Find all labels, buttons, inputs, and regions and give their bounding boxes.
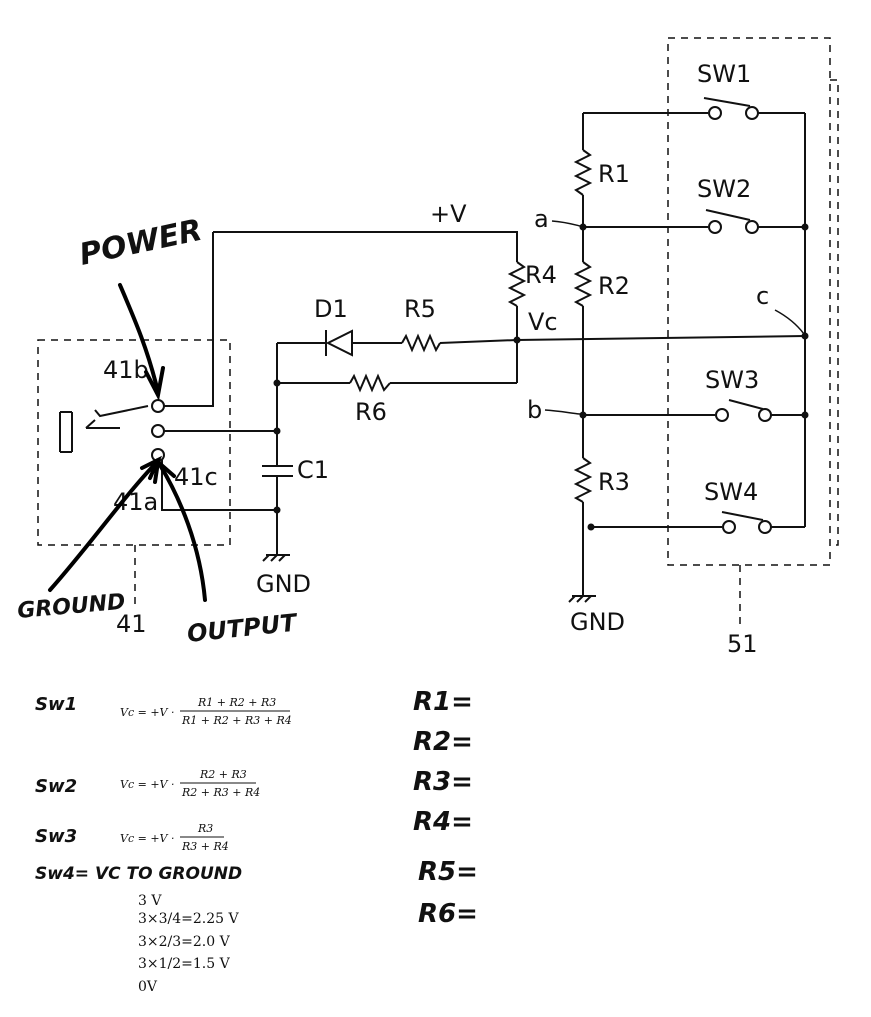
switch-sw3 <box>583 399 805 422</box>
sw4-formula-line: Sw4= VC TO GROUND <box>35 864 242 884</box>
r4-label: R4 <box>525 261 557 289</box>
r2-label: R2 <box>598 272 630 300</box>
sw1-label: SW1 <box>697 60 751 88</box>
voltage-item: 3×3/4=2.25 V <box>138 911 240 927</box>
voltage-list: 3 V 3×3/4=2.25 V 3×2/3=2.0 V 3×1/2=1.5 V… <box>138 893 240 995</box>
resistor-value-list: R1= R2= R3= R4= R5= R6= <box>413 687 478 929</box>
sw2-formula-den: R2 + R3 + R4 <box>181 786 260 799</box>
connector-41-label: 41 <box>116 610 147 638</box>
resistor-value-item: R6= <box>418 899 478 929</box>
voltage-item: 3 V <box>138 893 162 909</box>
output-and-c1 <box>161 343 293 562</box>
d1-label: D1 <box>314 295 348 323</box>
sw3-formula-label: Sw3 <box>35 826 77 847</box>
node-a-label: a <box>534 205 549 233</box>
r6-label: R6 <box>355 398 387 426</box>
sw3-formula-den: R3 + R4 <box>181 840 229 853</box>
r3-label: R3 <box>598 468 630 496</box>
formula-sw3: Sw3 Vc = +V · R3 R3 + R4 <box>35 822 229 853</box>
sw1-formula-label: Sw1 <box>35 694 77 715</box>
sw1-formula-num: R1 + R2 + R3 <box>197 696 276 709</box>
ground-annotation: GROUND <box>16 590 126 624</box>
vc-label: Vc <box>528 308 558 336</box>
switch-sw1 <box>583 97 805 120</box>
output-annotation: OUTPUT <box>186 608 300 647</box>
gnd-left-label: GND <box>256 570 311 598</box>
sw1-formula-den: R1 + R2 + R3 + R4 <box>181 714 292 727</box>
switch-sw2 <box>583 209 805 234</box>
sw3-label: SW3 <box>705 366 759 394</box>
d1-r5-branch <box>277 329 518 357</box>
sw1-formula-lhs: Vc = +V · <box>120 706 174 719</box>
resistor-value-item: R1= <box>413 687 473 717</box>
resistor-value-item: R3= <box>413 767 473 797</box>
formula-sw2: Sw2 Vc = +V · R2 + R3 R2 + R3 + R4 <box>35 768 260 799</box>
gnd-right-label: GND <box>570 608 625 636</box>
voltage-item: 3×2/3=2.0 V <box>138 934 231 950</box>
plus-v-label: +V <box>430 200 467 228</box>
sw4-label: SW4 <box>704 478 758 506</box>
switch-module-51 <box>667 37 839 625</box>
module-51-label: 51 <box>727 630 758 658</box>
formula-sw1: Sw1 Vc = +V · R1 + R2 + R3 R1 + R2 + R3 … <box>35 694 292 727</box>
sw3-formula-num: R3 <box>197 822 213 835</box>
vc-line <box>516 335 806 341</box>
r6-branch <box>273 373 517 393</box>
resistor-value-item: R4= <box>413 807 473 837</box>
handwritten-arrows <box>48 283 207 602</box>
pin-41b-label: 41b <box>103 356 149 384</box>
resistor-ladder <box>568 113 809 603</box>
connector-41 <box>37 339 231 605</box>
r5-label: R5 <box>404 295 436 323</box>
sw3-formula-lhs: Vc = +V · <box>120 832 174 845</box>
supply-rail <box>162 231 527 407</box>
sw2-label: SW2 <box>697 175 751 203</box>
sw2-formula-num: R2 + R3 <box>199 768 247 781</box>
voltage-item: 3×1/2=1.5 V <box>138 956 231 972</box>
c1-label: C1 <box>297 456 329 484</box>
pin-41c-label: 41c <box>174 463 218 491</box>
power-annotation: POWER <box>76 213 205 273</box>
node-c-label: c <box>756 282 769 310</box>
resistor-value-item: R2= <box>413 727 473 757</box>
node-b-label: b <box>527 396 542 424</box>
sw2-formula-lhs: Vc = +V · <box>120 778 174 791</box>
resistor-value-item: R5= <box>418 857 478 887</box>
voltage-item: 0V <box>138 979 158 995</box>
switch-sw4 <box>591 511 805 534</box>
r1-label: R1 <box>598 160 630 188</box>
sw2-formula-label: Sw2 <box>35 776 77 797</box>
